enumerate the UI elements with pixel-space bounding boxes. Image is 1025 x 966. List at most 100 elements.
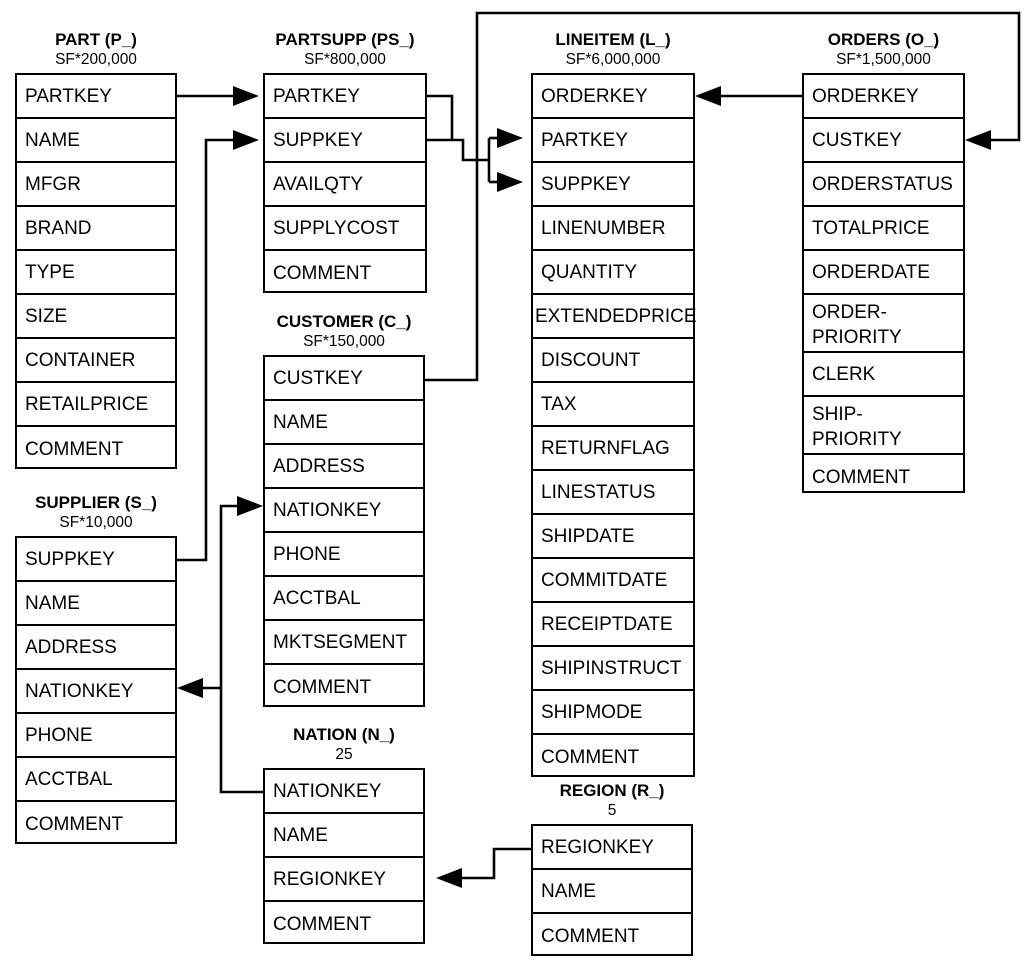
field-lineitem-discount: DISCOUNT — [533, 339, 693, 383]
field-part-retailprice: RETAILPRICE — [17, 383, 175, 427]
connector-region-nation — [436, 847, 531, 888]
entity-lineitem: LINEITEM (L_) SF*6,000,000 ORDERKEY PART… — [531, 30, 697, 777]
field-supplier-suppkey: SUPPKEY — [17, 538, 175, 582]
entity-partsupp: PARTSUPP (PS_) SF*800,000 PARTKEY SUPPKE… — [263, 30, 427, 293]
field-lineitem-orderkey: ORDERKEY — [533, 75, 693, 119]
field-customer-phone: PHONE — [265, 533, 423, 577]
entity-nation: NATION (N_) 25 NATIONKEY NAME REGIONKEY … — [263, 725, 425, 944]
field-partsupp-comment: COMMENT — [273, 262, 372, 284]
field-part-container: CONTAINER — [17, 339, 175, 383]
field-orders-orderstatus: ORDERSTATUS — [804, 163, 963, 207]
field-lineitem-linestatus: LINESTATUS — [533, 471, 693, 515]
field-orders-orderdate: ORDERDATE — [804, 251, 963, 295]
field-orders-orderkey: ORDERKEY — [804, 75, 963, 119]
field-supplier-comment: COMMENT — [25, 813, 124, 835]
entity-customer-box: CUSTKEY NAME ADDRESS NATIONKEY PHONE ACC… — [263, 355, 425, 707]
field-customer-name: NAME — [265, 401, 423, 445]
entity-part: PART (P_) SF*200,000 PARTKEY NAME MFGR B… — [15, 30, 177, 469]
field-part-name: NAME — [17, 119, 175, 163]
entity-orders-cardinality: SF*1,500,000 — [836, 51, 931, 68]
entity-region-box: REGIONKEY NAME COMMENT — [531, 824, 693, 956]
entity-orders-title: ORDERS (O_) — [827, 30, 940, 49]
entity-customer-cardinality: SF*150,000 — [303, 333, 385, 350]
field-customer-address: ADDRESS — [265, 445, 423, 489]
field-nation-name: NAME — [265, 814, 423, 858]
entity-customer-title: CUSTOMER (C_) — [276, 312, 412, 331]
field-orders-clerk: CLERK — [804, 353, 963, 397]
connector-partsupp-lineitem — [427, 94, 523, 192]
field-part-brand: BRAND — [17, 207, 175, 251]
field-partsupp-suppkey: SUPPKEY — [265, 119, 425, 163]
field-part-partkey: PARTKEY — [17, 75, 175, 119]
entity-part-title: PART (P_) — [55, 30, 137, 49]
entity-lineitem-title: LINEITEM (L_) — [555, 30, 671, 49]
entity-partsupp-cardinality: SF*800,000 — [304, 51, 386, 68]
connector-part-partsupp — [177, 86, 259, 106]
field-lineitem-suppkey: SUPPKEY — [533, 163, 693, 207]
field-lineitem-shipinstruct: SHIPINSTRUCT — [533, 647, 693, 691]
field-nation-comment: COMMENT — [273, 913, 372, 935]
entity-lineitem-cardinality: SF*6,000,000 — [565, 51, 661, 68]
field-lineitem-commitdate: COMMITDATE — [533, 559, 693, 603]
field-part-type: TYPE — [17, 251, 175, 295]
field-orders-orderpriority-line2: PRIORITY — [812, 327, 902, 348]
field-lineitem-shipdate: SHIPDATE — [533, 515, 693, 559]
entity-supplier-box: SUPPKEY NAME ADDRESS NATIONKEY PHONE ACC… — [15, 536, 177, 844]
field-orders-orderpriority-line1: ORDER- — [812, 302, 887, 323]
entity-customer: CUSTOMER (C_) SF*150,000 CUSTKEY NAME AD… — [263, 312, 425, 707]
field-region-regionkey: REGIONKEY — [533, 826, 691, 870]
entity-nation-box: NATIONKEY NAME REGIONKEY COMMENT — [263, 768, 425, 944]
entity-part-box: PARTKEY NAME MFGR BRAND TYPE SIZE CONTAI… — [15, 73, 177, 469]
field-orders-shippriority-line2: PRIORITY — [812, 429, 902, 450]
field-orders-orderpriority: ORDER- PRIORITY — [804, 295, 963, 353]
field-customer-comment: COMMENT — [273, 676, 372, 698]
field-orders-comment: COMMENT — [812, 466, 911, 488]
field-orders-shippriority: SHIP- PRIORITY — [804, 397, 963, 455]
entity-supplier-title: SUPPLIER (S_) — [35, 493, 157, 512]
field-customer-acctbal: ACCTBAL — [265, 577, 423, 621]
field-part-comment: COMMENT — [25, 438, 124, 460]
field-supplier-acctbal: ACCTBAL — [17, 758, 175, 802]
field-lineitem-shipmode: SHIPMODE — [533, 691, 693, 735]
field-part-size: SIZE — [17, 295, 175, 339]
connector-supplier-partsupp — [177, 130, 259, 562]
field-lineitem-receiptdate: RECEIPTDATE — [533, 603, 693, 647]
entity-region-title: REGION (R_) — [559, 781, 665, 800]
field-orders-custkey: CUSTKEY — [804, 119, 963, 163]
entity-part-cardinality: SF*200,000 — [55, 51, 137, 68]
field-lineitem-partkey: PARTKEY — [533, 119, 693, 163]
field-customer-custkey: CUSTKEY — [265, 357, 423, 401]
field-region-comment: COMMENT — [541, 925, 640, 947]
entity-orders-box: ORDERKEY CUSTKEY ORDERSTATUS TOTALPRICE … — [802, 73, 965, 493]
field-nation-nationkey: NATIONKEY — [265, 770, 423, 814]
entity-partsupp-title: PARTSUPP (PS_) — [275, 30, 415, 49]
connector-nation-customer-supplier — [177, 496, 263, 794]
field-lineitem-quantity: QUANTITY — [533, 251, 693, 295]
field-lineitem-comment: COMMENT — [541, 746, 640, 768]
entity-nation-cardinality: 25 — [335, 746, 353, 763]
field-supplier-nationkey: NATIONKEY — [17, 670, 175, 714]
field-partsupp-partkey: PARTKEY — [265, 75, 425, 119]
entity-nation-title: NATION (N_) — [293, 725, 395, 744]
field-nation-regionkey: REGIONKEY — [265, 858, 423, 902]
field-region-name: NAME — [533, 870, 691, 914]
field-lineitem-tax: TAX — [533, 383, 693, 427]
field-supplier-phone: PHONE — [17, 714, 175, 758]
field-lineitem-returnflag: RETURNFLAG — [533, 427, 693, 471]
field-part-mfgr: MFGR — [17, 163, 175, 207]
field-orders-shippriority-line1: SHIP- — [812, 404, 863, 425]
field-lineitem-linenumber: LINENUMBER — [533, 207, 693, 251]
field-customer-mktsegment: MKTSEGMENT — [265, 621, 423, 665]
connector-orders-lineitem — [695, 86, 802, 106]
field-partsupp-supplycost: SUPPLYCOST — [265, 207, 425, 251]
field-orders-totalprice: TOTALPRICE — [804, 207, 963, 251]
entity-supplier: SUPPLIER (S_) SF*10,000 SUPPKEY NAME ADD… — [15, 493, 177, 844]
entity-partsupp-box: PARTKEY SUPPKEY AVAILQTY SUPPLYCOST COMM… — [263, 73, 427, 293]
field-lineitem-extendedprice: EXTENDEDPRICE — [533, 295, 697, 339]
entity-orders: ORDERS (O_) SF*1,500,000 ORDERKEY CUSTKE… — [802, 30, 965, 493]
entity-region-cardinality: 5 — [607, 802, 617, 819]
field-partsupp-availqty: AVAILQTY — [265, 163, 425, 207]
entity-supplier-cardinality: SF*10,000 — [59, 514, 133, 531]
entity-lineitem-box: ORDERKEY PARTKEY SUPPKEY LINENUMBER QUAN… — [531, 73, 697, 777]
